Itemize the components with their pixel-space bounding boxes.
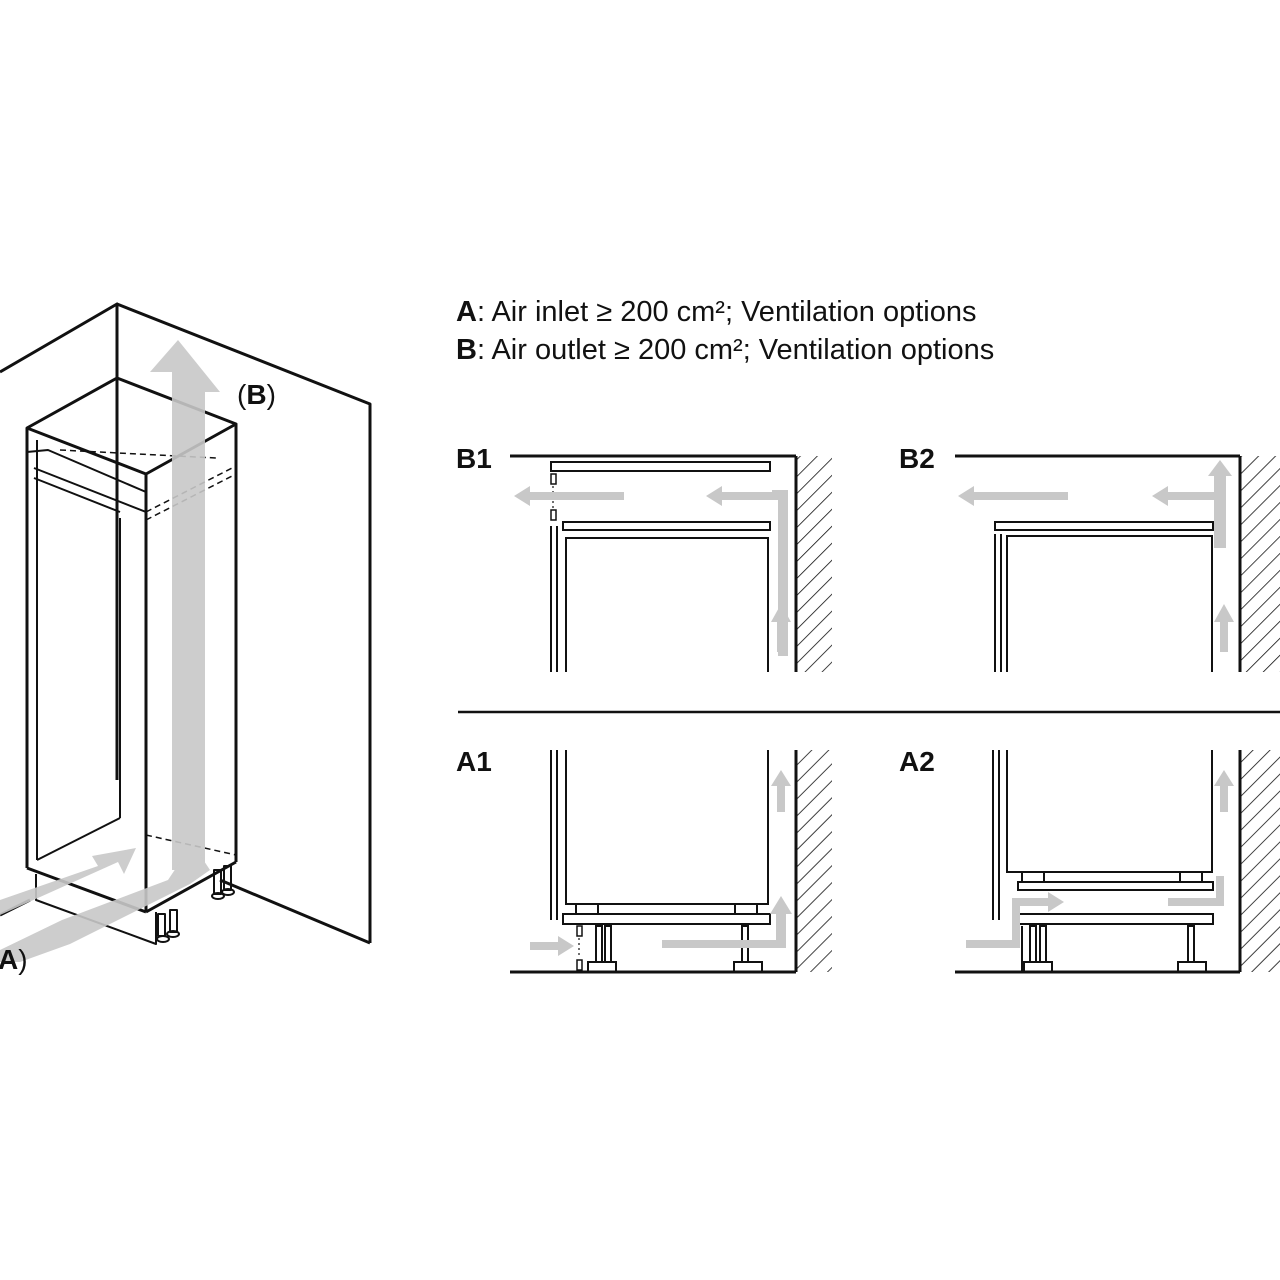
legend-air-outlet: B: Air outlet ≥ 200 cm²; Ventilation opt… bbox=[456, 336, 994, 365]
airflow-in-arrow bbox=[0, 848, 136, 915]
cabinet-isometric bbox=[0, 302, 372, 945]
callout-b: (B) bbox=[237, 381, 276, 409]
panel-b2 bbox=[955, 454, 1280, 672]
panel-label-b2: B2 bbox=[899, 443, 935, 474]
legend-b-text: : Air outlet ≥ 200 cm²; Ventilation opti… bbox=[476, 334, 995, 366]
callout-b-close: ) bbox=[266, 379, 276, 410]
callout-b-open: ( bbox=[237, 379, 247, 410]
callout-a-key: A bbox=[0, 944, 19, 975]
callout-a-close: ) bbox=[18, 944, 28, 975]
airflow-up-arrow bbox=[150, 340, 220, 870]
cabinet-airflow bbox=[0, 340, 220, 962]
callout-a: A) bbox=[0, 946, 28, 974]
legend-a-text: : Air inlet ≥ 200 cm²; Ventilation optio… bbox=[476, 296, 977, 328]
panel-a2 bbox=[955, 750, 1280, 974]
panel-label-a2: A2 bbox=[899, 746, 935, 777]
panel-b1 bbox=[510, 454, 832, 672]
wall-right bbox=[116, 302, 372, 943]
legend-a-key: A bbox=[456, 296, 477, 328]
legend-air-inlet: A: Air inlet ≥ 200 cm²; Ventilation opti… bbox=[456, 298, 976, 327]
wall-left bbox=[0, 302, 119, 780]
panel-label-b1: B1 bbox=[456, 443, 492, 474]
legend-b-key: B bbox=[456, 334, 477, 366]
callout-b-key: B bbox=[246, 379, 267, 410]
panel-label-a1: A1 bbox=[456, 746, 492, 777]
panel-a1 bbox=[510, 750, 832, 974]
